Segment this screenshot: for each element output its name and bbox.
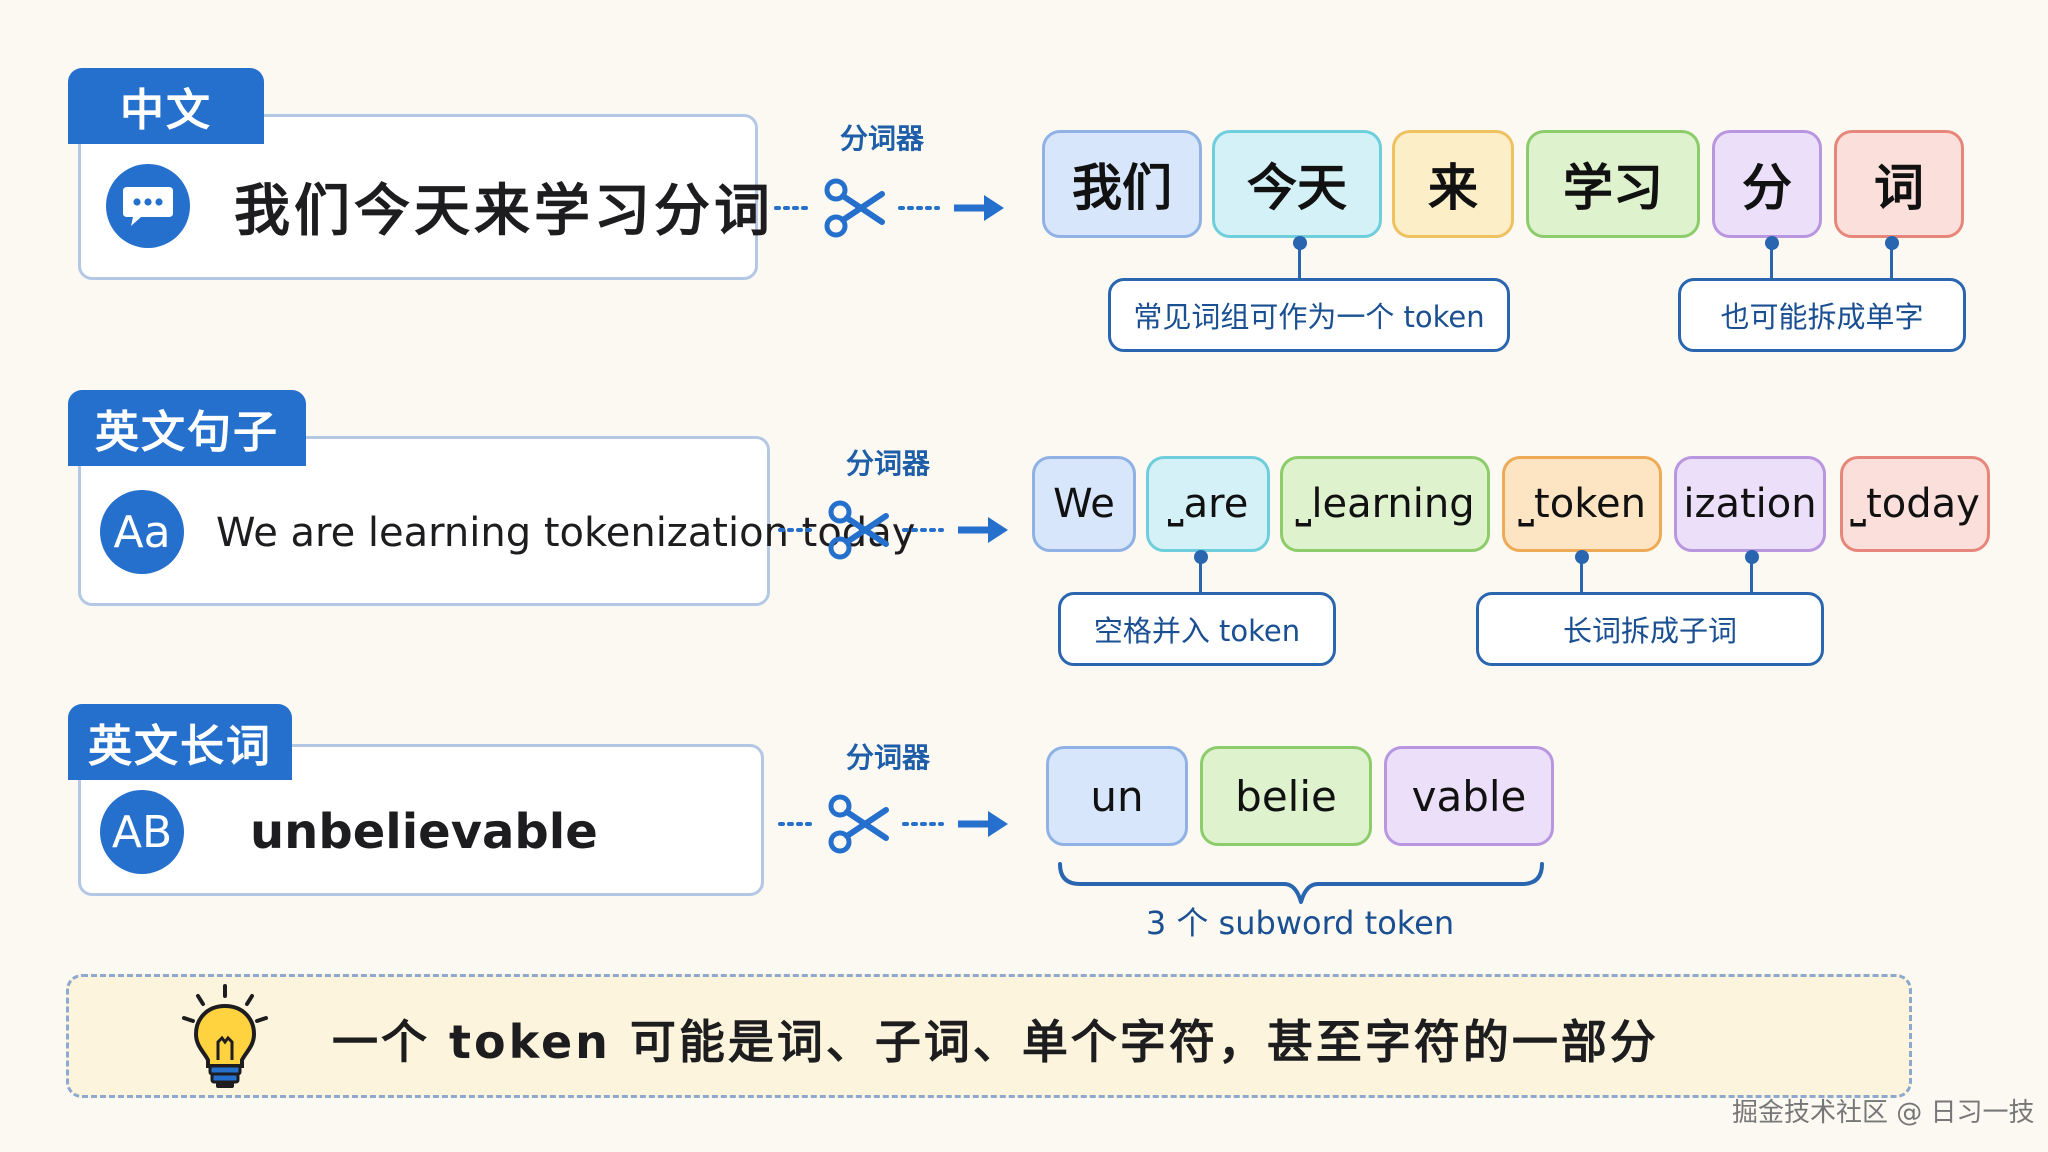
watermark: 掘金技术社区 @ 日习一技 <box>1732 1098 2035 1128</box>
zh-token-3: 来 <box>1392 130 1514 238</box>
en-word-badge: AB <box>100 790 184 874</box>
connector-line <box>1298 242 1301 280</box>
en-sentence-tokenizer-label: 分词器 <box>846 447 931 480</box>
chat-bubble-icon <box>106 164 190 248</box>
en-sentence-badge: Aa <box>100 490 184 574</box>
zh-token-2: 今天 <box>1212 130 1382 238</box>
connector-line <box>1580 556 1583 594</box>
subword-count-label: 3 个 subword token <box>1145 904 1455 942</box>
connector-line <box>1770 242 1773 280</box>
en-token-1: We <box>1032 456 1136 552</box>
connector-line <box>1750 556 1753 594</box>
en-token-5: ization <box>1674 456 1826 552</box>
en-token-6: ⎵today <box>1840 456 1990 552</box>
zh-token-4: 学习 <box>1526 130 1700 238</box>
zh-token-1: 我们 <box>1042 130 1202 238</box>
en-token-4: ⎵token <box>1502 456 1662 552</box>
en-token-3: ⎵learning <box>1280 456 1490 552</box>
en-word-tokenizer-flow <box>778 784 1008 864</box>
connector-line <box>1199 556 1202 594</box>
zh-token-6: 词 <box>1834 130 1964 238</box>
en-word-section-label: 英文长词 <box>68 704 292 780</box>
zh-tokenizer-flow <box>774 168 1004 248</box>
zh-tokenizer-label: 分词器 <box>840 122 925 155</box>
en-sentence-input-text: We are learning tokenization today <box>216 510 916 556</box>
zh-note-chars: 也可能拆成单字 <box>1678 278 1966 352</box>
zh-section-label: 中文 <box>68 68 264 144</box>
lightbulb-icon <box>182 984 268 1088</box>
zh-note-phrase: 常见词组可作为一个 token <box>1108 278 1510 352</box>
en-note-subword: 长词拆成子词 <box>1476 592 1824 666</box>
en-sentence-tokenizer-flow <box>778 490 1008 570</box>
en-word-tokenizer-label: 分词器 <box>846 741 931 774</box>
tip-text: 一个 token 可能是词、子词、单个字符，甚至字符的一部分 <box>332 1015 1659 1069</box>
subword-token-3: vable <box>1384 746 1554 846</box>
zh-token-5: 分 <box>1712 130 1822 238</box>
subword-brace <box>1058 862 1544 904</box>
tip-banner <box>66 974 1912 1098</box>
subword-token-2: belie <box>1200 746 1372 846</box>
en-note-space: 空格并入 token <box>1058 592 1336 666</box>
subword-token-1: un <box>1046 746 1188 846</box>
en-sentence-section-label: 英文句子 <box>68 390 306 466</box>
en-token-2: ⎵are <box>1146 456 1270 552</box>
en-word-input-text: unbelievable <box>250 804 598 860</box>
zh-input-text: 我们今天来学习分词 <box>234 178 774 244</box>
connector-line <box>1890 242 1893 280</box>
